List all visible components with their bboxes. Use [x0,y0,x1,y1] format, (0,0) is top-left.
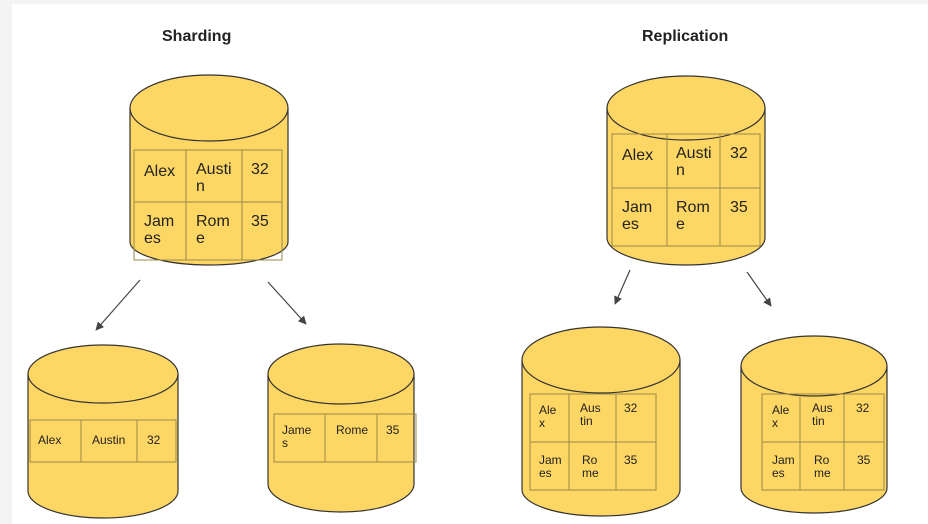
table-cell-age: 32 [147,433,161,447]
replication-source-database [606,75,766,266]
replication-arrow-right [746,271,772,307]
table-cell-age: 35 [624,453,638,467]
table-cell-age: 32 [251,161,269,178]
sharding-shard-1-table [29,419,177,463]
sharding-source-table [133,149,283,261]
sharding-shard-1-database [27,344,179,519]
replication-arrow-left [614,269,631,305]
diagram-canvas: Sharding Replication [12,4,928,524]
replication-heading: Replication [642,28,729,45]
sharding-arrow-left [95,279,141,331]
replication-source-table [611,133,761,247]
table-cell-city: Rome [336,423,369,437]
table-cell-age: 35 [251,213,269,230]
sharding-shard-2-database [267,343,417,513]
table-cell-name: Alex [38,433,62,447]
diagram-drawing [27,74,888,519]
table-cell-city: Austin [92,433,126,447]
table-cell-age: 32 [856,401,870,415]
table-cell-name: Alex [622,147,654,164]
table-cell-age: 32 [730,145,748,162]
replication-replica-2-database [740,335,888,514]
table-cell-name: Alex [144,163,176,180]
replication-replica-2-table [761,393,885,491]
table-cell-age: 35 [730,199,748,216]
sharding-heading: Sharding [162,28,232,45]
sharding-shard-2-table [273,413,417,463]
table-cell-age: 35 [857,453,871,467]
sharding-arrow-right [267,281,307,325]
table-cell-age: 35 [386,423,400,437]
replication-replica-1-table [529,393,657,491]
replication-replica-1-database [521,326,681,517]
sharding-source-database [129,74,289,266]
table-cell-age: 32 [624,401,638,415]
